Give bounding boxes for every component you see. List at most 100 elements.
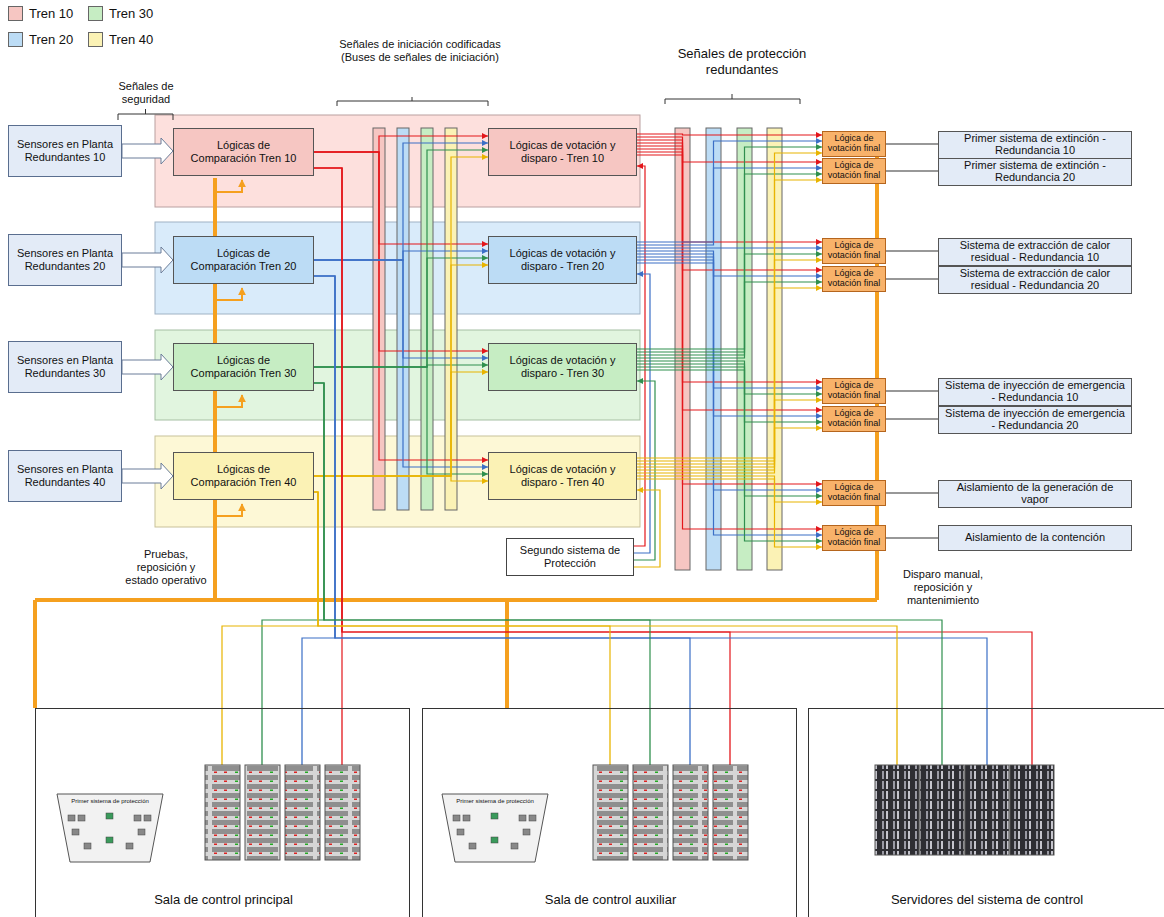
- room-region: Sala de control auxiliarPrimer sistema d…: [422, 708, 797, 917]
- console-button: [138, 829, 145, 835]
- box-text: Primer sistema de extinción - Redundanci…: [943, 160, 1127, 184]
- status-line: [314, 276, 987, 708]
- console-button: [491, 813, 498, 819]
- room-label: Sala de control principal: [36, 893, 411, 908]
- rack-cabinet: [593, 765, 628, 860]
- final-voting-box: Lógica de votación final: [822, 378, 886, 404]
- voting-logic-box: Lógicas de votación y disparo - Tren 40: [488, 452, 637, 500]
- box-text: Lógica de votación final: [825, 528, 883, 548]
- legend-swatch: [88, 32, 103, 47]
- status-line: [222, 492, 318, 708]
- actuation-line: [886, 390, 938, 391]
- initiation-signal: [314, 251, 488, 260]
- server-cabinet: [875, 765, 919, 855]
- signal-arrow: [122, 138, 173, 164]
- final-voting-box: Lógica de votación final: [822, 406, 886, 432]
- initiation-signal: [314, 152, 488, 460]
- status-line: [314, 383, 650, 708]
- safety-system-box: Aislamiento de la generación de vapor: [938, 480, 1132, 508]
- actuation-line: [886, 418, 938, 419]
- console-button: [78, 815, 85, 821]
- console-button: [134, 815, 141, 821]
- box-text: Lógicas de Comparación Tren 20: [188, 247, 299, 272]
- protection-signal: [637, 141, 822, 242]
- initiation-signal: [314, 152, 488, 244]
- box-text: Lógica de votación final: [825, 269, 883, 289]
- protection-signal: [637, 364, 822, 422]
- protection-signal: [637, 260, 822, 464]
- annotation-label: Pruebas, reposición y estado operativo: [122, 548, 210, 588]
- initiation-signal: [314, 143, 488, 260]
- annotation-label: Señales de protección redundantes: [672, 46, 812, 77]
- legend-item: Tren 10: [8, 6, 73, 21]
- maintenance-wire: [215, 288, 242, 300]
- console-button: [457, 829, 464, 835]
- safety-system-box: Sistema de extracción de calor residual …: [938, 266, 1132, 294]
- initiation-signal: [314, 265, 488, 476]
- protection-signal: [637, 147, 822, 349]
- comparison-logic-box: Lógicas de Comparación Tren 30: [173, 343, 314, 391]
- protection-signal: [637, 260, 822, 490]
- comparison-logic-box: Lógicas de Comparación Tren 10: [173, 128, 314, 176]
- status-line: [314, 383, 942, 708]
- box-text: Lógica de votación final: [825, 161, 883, 181]
- box-text: Lógicas de Comparación Tren 40: [188, 463, 299, 488]
- signal-arrow: [122, 354, 173, 380]
- console-button: [469, 843, 476, 849]
- rack-cabinet: [285, 765, 320, 860]
- status-line: [262, 383, 324, 708]
- rack-cabinet: [713, 765, 748, 860]
- protection-signal: [637, 254, 822, 355]
- protection-signal: [637, 476, 822, 502]
- actuation-line: [886, 170, 938, 171]
- console-desk: [57, 794, 163, 862]
- bracket: [337, 97, 488, 106]
- console-button: [453, 815, 460, 821]
- console-button: [126, 843, 133, 849]
- rack-wire: [302, 708, 987, 765]
- protection-signal: [637, 370, 822, 541]
- box-text: Sensores en Planta Redundantes 30: [15, 354, 115, 379]
- final-voting-box: Lógica de votación final: [822, 480, 886, 506]
- maintenance-bus: [35, 140, 877, 708]
- protection-signal: [637, 155, 822, 529]
- signal-arrow: [122, 247, 173, 273]
- box-text: Lógicas de votación y disparo - Tren 10: [503, 139, 622, 164]
- legend-text: Tren 30: [109, 6, 153, 21]
- bracket: [118, 109, 173, 120]
- maintenance-wire: [215, 180, 242, 192]
- final-voting-box: Lógica de votación final: [822, 131, 886, 157]
- initiation-signal: [314, 372, 488, 476]
- server-cabinet: [920, 765, 964, 855]
- box-text: Primer sistema de protección: [456, 798, 534, 805]
- console-button: [84, 843, 91, 849]
- maintenance-wire: [215, 395, 242, 407]
- rack-feeds: [222, 708, 1032, 765]
- box-text: Lógica de votación final: [825, 409, 883, 429]
- box-text: Lógica de votación final: [825, 483, 883, 503]
- protection-signal: [637, 180, 822, 461]
- control-console: Primer sistema de protección: [441, 793, 549, 863]
- actuation-line: [886, 250, 938, 251]
- initiation-signal: [314, 260, 488, 467]
- box-text: Aislamiento de la contención: [965, 532, 1105, 544]
- initiation-signal: [314, 476, 488, 481]
- legend-swatch: [88, 6, 103, 21]
- console-button: [106, 813, 113, 819]
- rack-cabinet: [205, 765, 240, 860]
- initiation-signal: [314, 152, 488, 351]
- protection-signal: [637, 257, 822, 416]
- box-text: Segundo sistema de Protección: [513, 544, 627, 569]
- rack-wire: [222, 708, 897, 765]
- comparison-logic-box: Lógicas de Comparación Tren 40: [173, 452, 314, 500]
- protection-signal: [637, 428, 822, 473]
- safety-system-box: Aislamiento de la contención: [938, 525, 1132, 551]
- control-console: Primer sistema de protección: [56, 793, 164, 863]
- annotation-label: Disparo manual, reposición y mantenimien…: [884, 568, 1002, 608]
- actuation-line: [886, 143, 938, 144]
- sensor-box: Sensores en Planta Redundantes 40: [8, 450, 122, 502]
- console-button: [72, 829, 79, 835]
- bracket: [665, 94, 800, 104]
- protection-signal: [637, 367, 822, 496]
